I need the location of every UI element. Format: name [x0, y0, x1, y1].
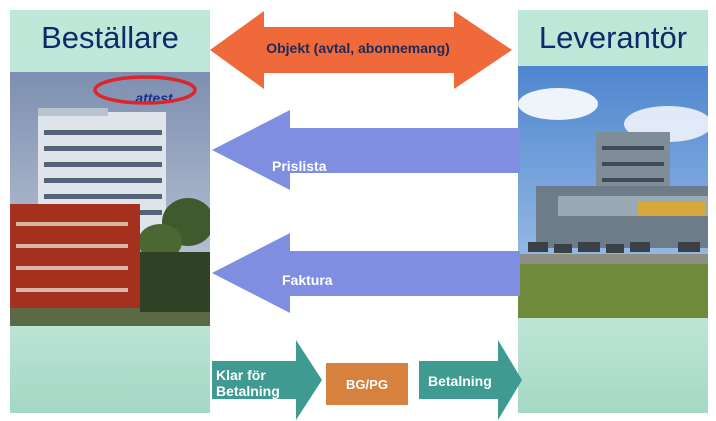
- objekt-label: Objekt (avtal, abonnemang): [266, 40, 450, 56]
- faktura-arrow: [212, 233, 520, 313]
- prislista-label: Prislista: [272, 158, 327, 174]
- betalning-arrow: [419, 340, 522, 420]
- bestallare-title: Beställare: [41, 20, 179, 55]
- klar-for-betalning-arrow: [212, 340, 322, 420]
- leverantor-title: Leverantör: [538, 20, 688, 55]
- bgpg-box: [326, 363, 408, 405]
- objekt-double-arrow: [210, 11, 512, 89]
- klar-for-betalning-label: Klar för Betalning: [216, 367, 280, 399]
- betalning-label: Betalning: [428, 373, 492, 389]
- bgpg-label: BG/PG: [346, 377, 388, 392]
- klar-for-line: Klar för: [216, 367, 266, 383]
- faktura-label: Faktura: [282, 272, 333, 288]
- bestallare-building-photo: [10, 72, 210, 326]
- prislista-arrow: [212, 110, 520, 190]
- leverantor-building-photo: [518, 66, 708, 318]
- leverantor-panel: Leverantör: [518, 10, 708, 413]
- attest-circle-mark: [93, 75, 197, 105]
- betalning-line: Betalning: [216, 383, 280, 399]
- bestallare-panel: Beställare: [10, 10, 210, 413]
